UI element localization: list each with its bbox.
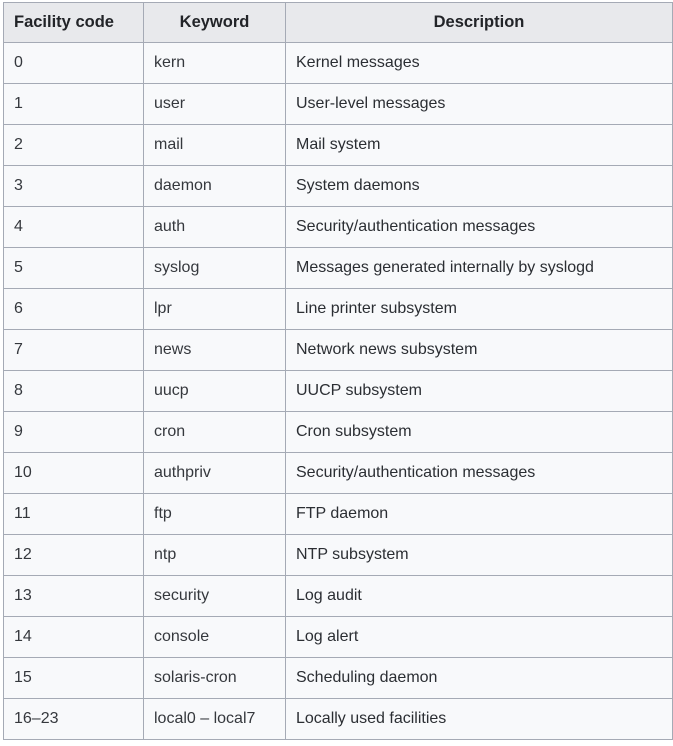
cell-description: Log audit [285,575,673,617]
cell-keyword: daemon [143,165,286,207]
cell-facility-code: 6 [3,288,144,330]
cell-facility-code: 15 [3,657,144,699]
cell-keyword: syslog [143,247,286,289]
cell-description: FTP daemon [285,493,673,535]
table-row: 6 lpr Line printer subsystem [3,288,673,330]
table-row: 15 solaris-cron Scheduling daemon [3,657,673,699]
cell-description: Kernel messages [285,42,673,84]
table-row: 5 syslog Messages generated internally b… [3,247,673,289]
cell-keyword: authpriv [143,452,286,494]
cell-facility-code: 10 [3,452,144,494]
cell-description: Scheduling daemon [285,657,673,699]
table-row: 9 cron Cron subsystem [3,411,673,453]
cell-description: System daemons [285,165,673,207]
table-row: 12 ntp NTP subsystem [3,534,673,576]
cell-keyword: solaris-cron [143,657,286,699]
cell-keyword: console [143,616,286,658]
cell-keyword: ntp [143,534,286,576]
cell-facility-code: 16–23 [3,698,144,740]
cell-facility-code: 0 [3,42,144,84]
table-row: 3 daemon System daemons [3,165,673,207]
cell-description: User-level messages [285,83,673,125]
table-body: 0 kern Kernel messages 1 user User-level… [3,42,673,740]
cell-keyword: ftp [143,493,286,535]
table-row: 0 kern Kernel messages [3,42,673,84]
table-row: 2 mail Mail system [3,124,673,166]
cell-keyword: kern [143,42,286,84]
cell-facility-code: 14 [3,616,144,658]
cell-facility-code: 3 [3,165,144,207]
cell-keyword: auth [143,206,286,248]
table-header: Facility code Keyword Description [3,2,673,43]
cell-description: Cron subsystem [285,411,673,453]
table-row: 7 news Network news subsystem [3,329,673,371]
cell-description: NTP subsystem [285,534,673,576]
table-row: 8 uucp UUCP subsystem [3,370,673,412]
table-row: 10 authpriv Security/authentication mess… [3,452,673,494]
cell-facility-code: 1 [3,83,144,125]
cell-keyword: uucp [143,370,286,412]
cell-keyword: news [143,329,286,371]
cell-facility-code: 7 [3,329,144,371]
cell-description: Mail system [285,124,673,166]
column-header-keyword: Keyword [143,2,286,43]
table-row: 11 ftp FTP daemon [3,493,673,535]
cell-description: Line printer subsystem [285,288,673,330]
cell-keyword: user [143,83,286,125]
cell-keyword: lpr [143,288,286,330]
cell-keyword: security [143,575,286,617]
table-row: 4 auth Security/authentication messages [3,206,673,248]
cell-facility-code: 8 [3,370,144,412]
table-header-row: Facility code Keyword Description [3,2,673,43]
column-header-description: Description [285,2,673,43]
cell-description: UUCP subsystem [285,370,673,412]
cell-facility-code: 9 [3,411,144,453]
syslog-facility-codes-table: Facility code Keyword Description 0 kern… [3,2,673,740]
cell-description: Security/authentication messages [285,452,673,494]
cell-facility-code: 2 [3,124,144,166]
cell-description: Log alert [285,616,673,658]
cell-facility-code: 11 [3,493,144,535]
cell-description: Security/authentication messages [285,206,673,248]
cell-keyword: local0 – local7 [143,698,286,740]
cell-facility-code: 12 [3,534,144,576]
column-header-facility-code: Facility code [3,2,144,43]
table-row: 14 console Log alert [3,616,673,658]
cell-facility-code: 5 [3,247,144,289]
cell-keyword: cron [143,411,286,453]
cell-description: Messages generated internally by syslogd [285,247,673,289]
cell-facility-code: 13 [3,575,144,617]
cell-facility-code: 4 [3,206,144,248]
cell-description: Network news subsystem [285,329,673,371]
table-row: 13 security Log audit [3,575,673,617]
table-row: 16–23 local0 – local7 Locally used facil… [3,698,673,740]
table-row: 1 user User-level messages [3,83,673,125]
cell-keyword: mail [143,124,286,166]
cell-description: Locally used facilities [285,698,673,740]
